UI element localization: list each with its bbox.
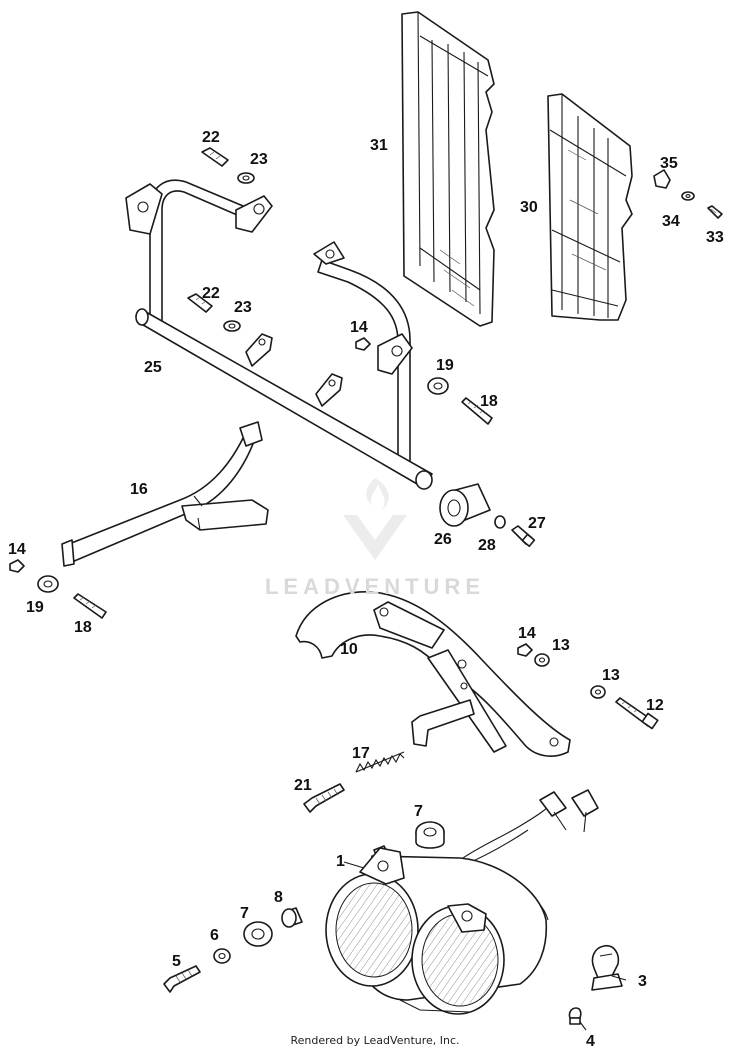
radiator-grille-small <box>547 93 633 321</box>
callout-1: 1 <box>336 853 345 870</box>
radiator-grille-large <box>401 11 495 327</box>
callout-13-b: 13 <box>602 667 620 684</box>
callout-10: 10 <box>340 641 358 658</box>
callout-3: 3 <box>638 973 647 990</box>
grommet-7-lower <box>243 921 273 947</box>
bolt-12 <box>615 697 659 730</box>
callout-22-upper: 22 <box>202 129 220 146</box>
washer-23-upper <box>237 172 255 184</box>
callout-26: 26 <box>434 531 452 548</box>
nut-14-upper <box>355 337 371 351</box>
rubber-washer-19-left <box>37 575 59 593</box>
callout-31: 31 <box>370 137 388 154</box>
leader-lines <box>343 861 627 1031</box>
spacer-8 <box>281 907 303 928</box>
screw-33 <box>707 205 723 219</box>
callout-8: 8 <box>274 889 283 906</box>
callout-12: 12 <box>646 697 664 714</box>
rubber-washer-19-upper <box>427 377 449 395</box>
callout-4: 4 <box>586 1033 595 1050</box>
grommet-7-upper <box>415 821 445 849</box>
bolt-18-upper <box>461 397 493 425</box>
callout-18-upper: 18 <box>480 393 498 410</box>
bracket-frame-25 <box>125 179 433 490</box>
callout-27: 27 <box>528 515 546 532</box>
callout-25: 25 <box>144 359 162 376</box>
bolt-18-left <box>73 593 107 619</box>
callout-19-left: 19 <box>26 599 44 616</box>
callout-14-bracket: 14 <box>518 625 536 642</box>
washer-13-b <box>590 685 606 699</box>
bolt-5 <box>163 965 201 993</box>
callout-5: 5 <box>172 953 181 970</box>
washer-6 <box>213 948 231 964</box>
lower-bracket-16 <box>61 421 269 567</box>
watermark-text: LEADVENTURE <box>264 574 485 599</box>
callout-13-a: 13 <box>552 637 570 654</box>
washer-34 <box>681 191 695 201</box>
callout-7-upper: 7 <box>414 803 423 820</box>
bolt-22-lower <box>187 293 213 313</box>
callout-7-lower: 7 <box>240 905 249 922</box>
callout-23-upper: 23 <box>250 151 268 168</box>
rubber-damper-26 <box>439 483 491 527</box>
spring-17 <box>355 751 405 773</box>
callout-17: 17 <box>352 745 370 762</box>
bolt-27 <box>511 525 536 548</box>
parking-bulb-4 <box>568 1007 582 1025</box>
credit-line: Rendered by LeadVenture, Inc. <box>290 1034 460 1047</box>
headlight-bracket-10 <box>295 591 571 757</box>
washer-13-a <box>534 653 550 667</box>
headlight-bulb-3 <box>591 944 623 991</box>
washer-23-lower <box>223 320 241 332</box>
watermark-logo <box>343 478 407 560</box>
washer-28 <box>494 515 506 529</box>
nut-14-bracket <box>517 643 533 657</box>
callout-22-lower: 22 <box>202 285 220 302</box>
callout-labels: 1 3 4 5 6 7 7 8 10 12 13 13 14 14 14 16 … <box>8 129 724 1050</box>
callout-35: 35 <box>660 155 678 172</box>
speed-nut-35 <box>653 169 671 189</box>
callout-14-upper: 14 <box>350 319 368 336</box>
callout-30: 30 <box>520 199 538 216</box>
callout-19-upper: 19 <box>436 357 454 374</box>
adjusting-screw-21 <box>303 783 345 813</box>
bolt-22-upper <box>201 147 229 167</box>
callout-28: 28 <box>478 537 496 554</box>
callout-33: 33 <box>706 229 724 246</box>
callout-18-left: 18 <box>74 619 92 636</box>
callout-14-left: 14 <box>8 541 26 558</box>
callout-16: 16 <box>130 481 148 498</box>
callout-6: 6 <box>210 927 219 944</box>
callout-34: 34 <box>662 213 680 230</box>
headlight-assembly-1 <box>325 845 548 1015</box>
nut-14-left <box>9 559 25 573</box>
callout-23-lower: 23 <box>234 299 252 316</box>
callout-21: 21 <box>294 777 312 794</box>
